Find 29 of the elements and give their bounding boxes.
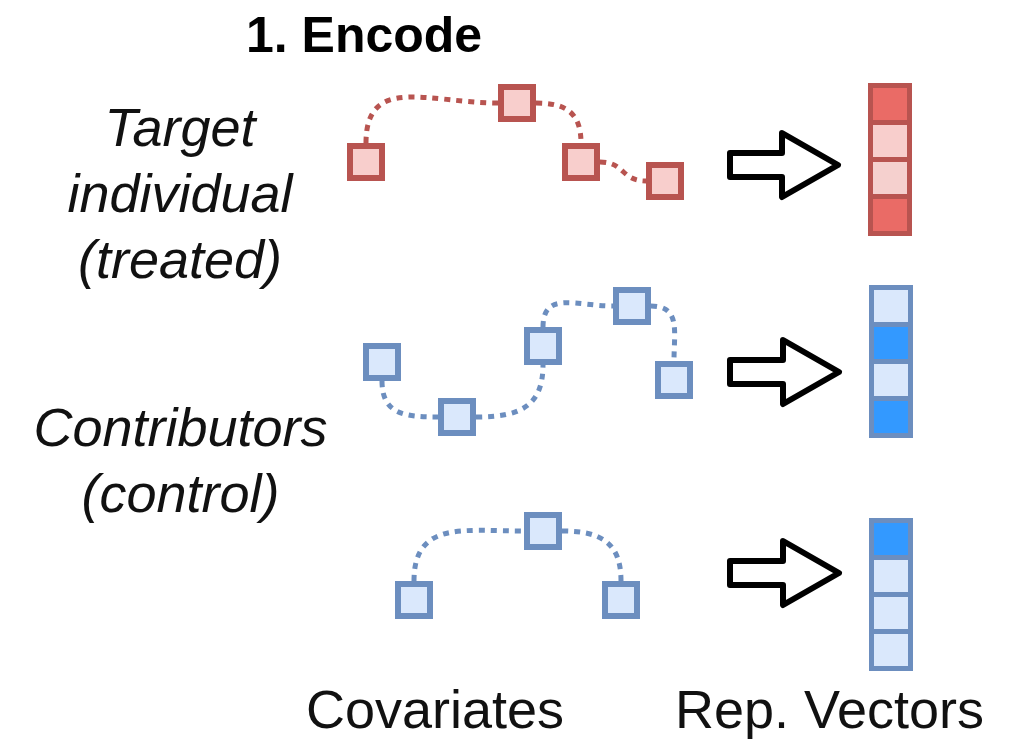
block-arrow — [727, 337, 842, 407]
title: 1. Encode — [246, 8, 483, 63]
covariate-square — [646, 162, 684, 200]
dotted-connector — [379, 380, 439, 420]
covariate-square — [524, 327, 562, 365]
dotted-connector — [363, 94, 499, 144]
covariate-square — [613, 287, 651, 325]
block-arrow — [727, 538, 842, 608]
column-label: Rep. Vectors — [673, 678, 986, 741]
covariate-square — [602, 581, 640, 619]
covariate-square — [562, 143, 600, 181]
group-label: Target individual (treated) — [66, 96, 295, 291]
covariate-square — [438, 398, 476, 436]
dotted-connector — [599, 159, 647, 184]
covariate-square — [395, 581, 433, 619]
dotted-connector — [540, 300, 614, 328]
column-label: Covariates — [304, 678, 566, 741]
dotted-connector — [475, 364, 546, 420]
covariate-square — [524, 512, 562, 550]
block-arrow — [727, 130, 841, 200]
vector-bar — [869, 285, 913, 438]
vector-bar — [868, 83, 912, 236]
covariate-square — [363, 343, 401, 381]
covariate-square — [498, 84, 536, 122]
covariate-square — [655, 361, 693, 399]
group-label: Contributors (control) — [32, 396, 329, 525]
vector-bar — [869, 518, 913, 671]
dotted-connector — [561, 528, 624, 582]
covariate-square — [347, 143, 385, 181]
